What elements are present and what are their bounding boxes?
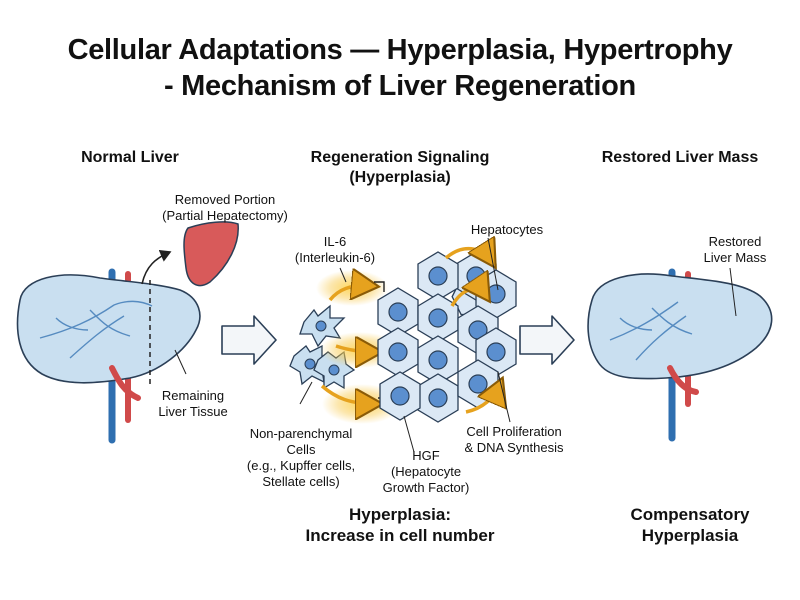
removed-arrow <box>141 249 172 285</box>
restored-mass-label-2: Liver Mass <box>703 250 767 265</box>
remaining-tissue-label-2: Liver Tissue <box>158 404 228 419</box>
proliferation-label-2: & DNA Synthesis <box>464 440 564 455</box>
middle-signal-arrow <box>335 346 376 352</box>
liver-shape-right <box>587 273 773 380</box>
hyperplasia-footer-1: Hyperplasia: <box>348 505 452 524</box>
hgf-label-1: HGF <box>412 448 440 463</box>
hgf-label-2: (Hepatocyte <box>390 464 462 479</box>
non-parenchymal-label-2: Cells <box>286 442 316 457</box>
title-line-1: Cellular Adaptations — Hyperplasia, Hype… <box>67 34 733 66</box>
flow-arrow-left <box>221 315 277 365</box>
restored-mass-label-1: Restored <box>708 234 762 249</box>
hyperplasia-footer-2: Increase in cell number <box>305 526 495 545</box>
proliferation-arrow-mid <box>450 289 486 307</box>
proliferation-arrow-bottom <box>465 384 500 414</box>
heading-restored-liver-mass: Restored Liver Mass <box>601 149 759 166</box>
removed-portion-label-2: (Partial Hepatectomy) <box>162 208 288 223</box>
flow-arrow-right <box>519 315 575 365</box>
hgf-label-3: Growth Factor) <box>382 480 470 495</box>
il6-label-1: IL-6 <box>323 234 347 249</box>
liver-shape-left <box>16 274 201 384</box>
heading-regeneration-signaling: Regeneration Signaling <box>310 149 490 166</box>
remaining-tissue-label-1: Remaining <box>161 388 225 403</box>
hepatocytes-label: Hepatocytes <box>470 222 544 237</box>
removed-portion-label-1: Removed Portion <box>174 192 276 207</box>
il6-signal-arrow <box>328 286 372 300</box>
non-parenchymal-label-1: Non-parenchymal <box>249 426 353 441</box>
compensatory-footer-1: Compensatory <box>630 505 750 524</box>
removed-portion <box>183 221 239 287</box>
non-parenchymal-label-3: (e.g., Kupffer cells, <box>246 458 356 473</box>
title-line-2: - Mechanism of Liver Regeneration <box>164 70 636 102</box>
heading-hyperplasia: (Hyperplasia) <box>349 169 451 186</box>
non-parenchymal-label-4: Stellate cells) <box>262 474 340 489</box>
heading-normal-liver: Normal Liver <box>81 149 179 166</box>
hgf-signal-arrow <box>320 384 376 404</box>
restored-liver-illustration <box>587 267 773 442</box>
normal-liver-illustration <box>16 221 239 444</box>
proliferation-arrow-top <box>444 249 492 262</box>
il6-label-2: (Interleukin-6) <box>294 250 376 265</box>
proliferation-label-1: Cell Proliferation <box>466 424 562 439</box>
compensatory-footer-2: Hyperplasia <box>641 526 739 545</box>
